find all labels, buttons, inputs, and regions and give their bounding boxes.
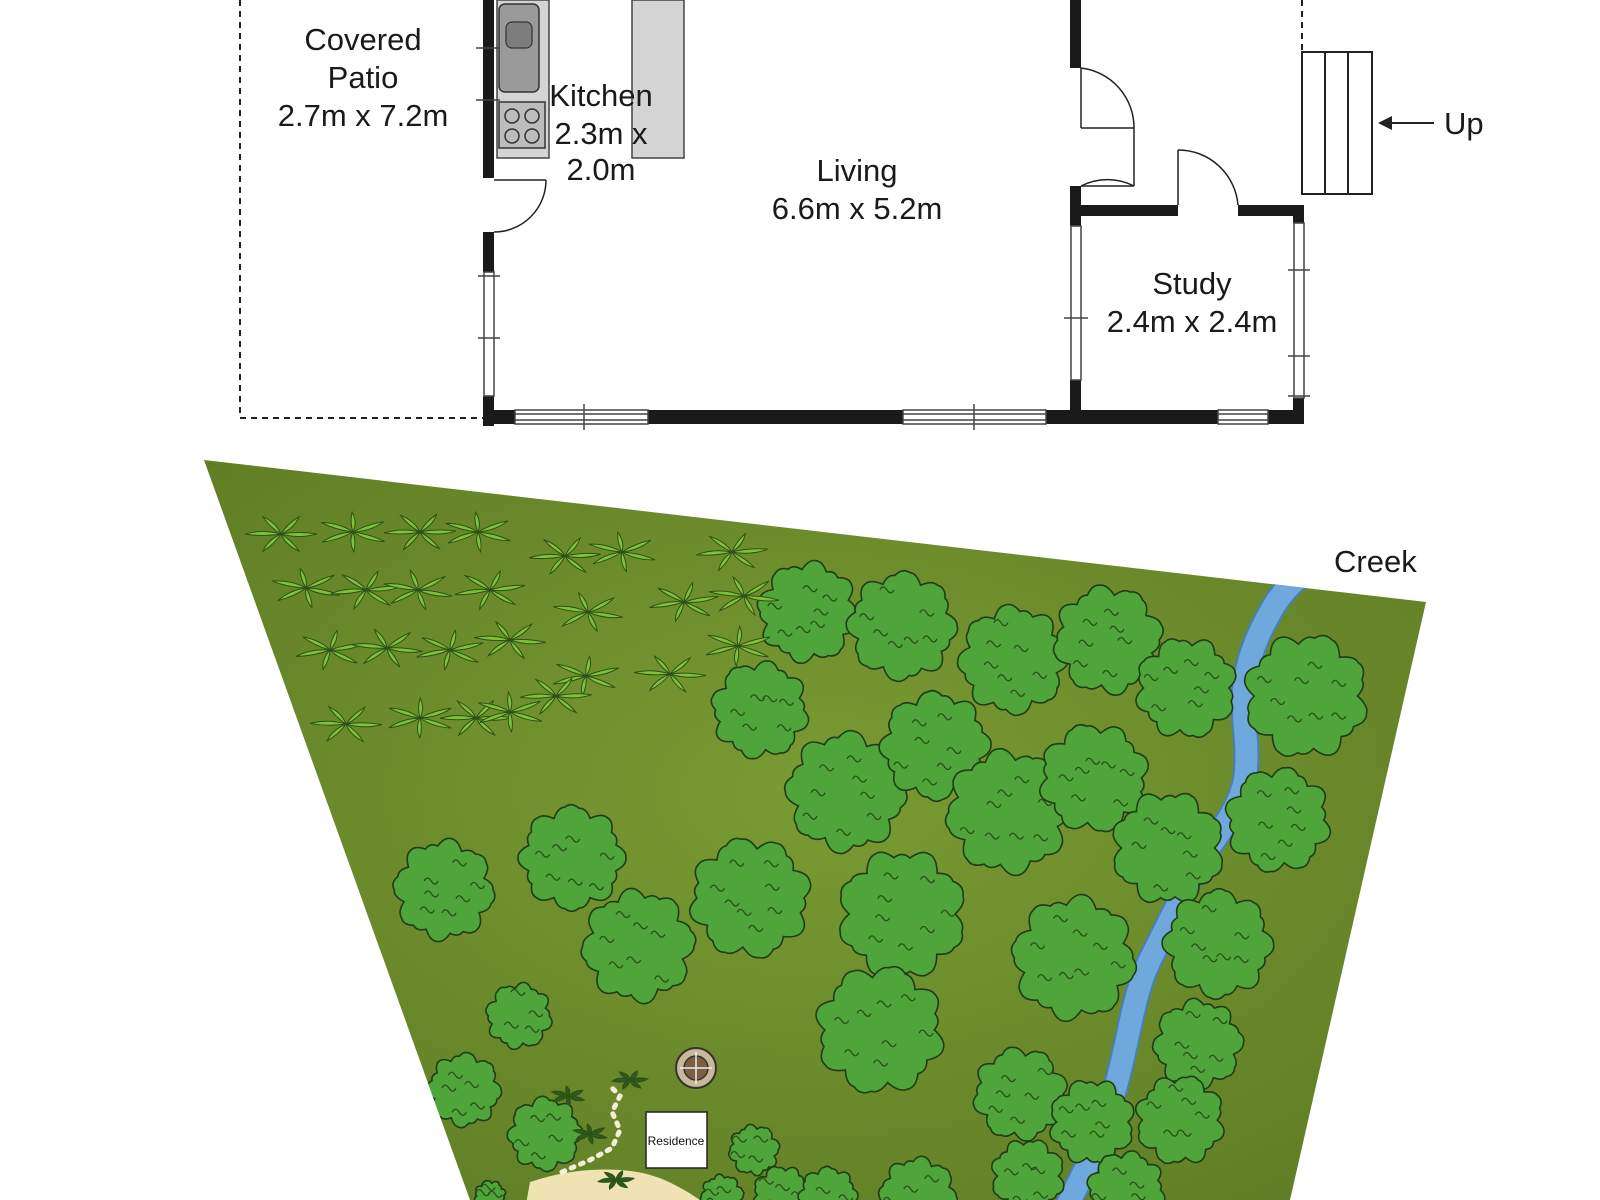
palm-tree (552, 654, 620, 698)
palm-tree (477, 690, 543, 734)
tree-canopy (699, 1173, 745, 1200)
tree-canopy (688, 837, 812, 959)
covered-patio-label-2: Patio (328, 60, 399, 95)
tree-canopy (710, 660, 810, 760)
tree-canopy (783, 729, 908, 855)
living-dims: 6.6m x 5.2m (772, 191, 943, 226)
tree-canopy (473, 1179, 507, 1200)
palm-tree (351, 628, 423, 668)
living-label: Living (817, 153, 898, 188)
windows (476, 47, 1310, 430)
tree-canopy (580, 887, 697, 1005)
palm-tree (416, 629, 484, 671)
palm-tree (454, 569, 526, 611)
tree-canopy (1224, 766, 1332, 873)
tree-canopy (506, 1095, 584, 1173)
burner-icon (524, 108, 540, 124)
tree-canopy (727, 1123, 781, 1177)
tree-canopy (1243, 634, 1368, 757)
tree-canopy (517, 803, 627, 913)
tree-canopy (1135, 638, 1237, 739)
floor-plan: Up Covered Patio 2.7m x 7.2m Kitchen 2.3… (239, 0, 1484, 430)
kitchen-dims: 2.0m (567, 152, 636, 187)
tree-canopy (756, 559, 860, 665)
covered-patio-dims: 2.7m x 7.2m (278, 98, 449, 133)
fire-pit-icon (675, 1047, 717, 1089)
study-label: Study (1152, 266, 1232, 301)
cooktop (498, 101, 546, 149)
tree-canopy (1039, 723, 1150, 833)
stairs-up-label: Up (1444, 106, 1484, 141)
palm-tree (309, 705, 383, 743)
tree-canopy (972, 1046, 1069, 1142)
tree-canopy (1010, 893, 1138, 1023)
footpath-dots (559, 1083, 624, 1175)
palm-tree (244, 515, 318, 553)
palm-tree (553, 591, 623, 633)
patio-outline (239, 0, 486, 419)
palm-tree (633, 654, 707, 694)
palm-tree (388, 696, 452, 740)
tree-canopy (839, 851, 965, 977)
walls (483, 0, 1304, 426)
site-plan: Residence Creek (204, 460, 1426, 1200)
up-arrow-icon (1378, 116, 1434, 130)
palm-tree (474, 620, 546, 660)
palm-tree (383, 513, 457, 551)
palm-tree (649, 581, 719, 623)
tree-canopy (1086, 1150, 1166, 1200)
palm-tree (550, 1085, 586, 1107)
tree-canopy (1134, 1075, 1225, 1165)
stairs (1301, 51, 1373, 195)
tree-canopy (845, 569, 959, 683)
palm-tree (705, 624, 771, 668)
tree-canopy (991, 1139, 1065, 1200)
tree-canopy (797, 1165, 859, 1200)
palm-tree (528, 536, 602, 576)
palm-tree (696, 532, 768, 572)
palm-tree (572, 1123, 608, 1145)
palm-tree (295, 629, 365, 671)
tree-canopy (392, 837, 496, 943)
tree-canopy (425, 1051, 503, 1129)
palm-tree (272, 567, 340, 609)
tree-canopy (815, 965, 945, 1094)
palm-tree (383, 569, 453, 611)
burner-icon (524, 128, 540, 144)
island-bench (631, 0, 685, 159)
residence-label: Residence (648, 1134, 705, 1148)
palm-tree (519, 676, 593, 716)
tree-canopy (956, 603, 1070, 717)
palm-tree (597, 1169, 635, 1191)
kitchen-label-1: Kitchen (549, 78, 652, 113)
burner-icon (504, 108, 520, 124)
study-dims: 2.4m x 2.4m (1107, 304, 1278, 339)
kitchen-label-2: 2.3m x (554, 116, 648, 151)
creek-label: Creek (1334, 544, 1417, 579)
tree-canopy (944, 747, 1073, 877)
tree-canopy (1161, 887, 1275, 1001)
sink-basin (505, 21, 533, 49)
tree-canopy (1052, 584, 1165, 696)
burner-icon (504, 128, 520, 144)
palm-tree (588, 531, 656, 573)
tree-canopy (1112, 792, 1223, 904)
tree-canopy (877, 1155, 959, 1200)
residence-building (645, 1111, 708, 1169)
palm-tree (321, 510, 385, 554)
covered-patio-label-1: Covered (304, 22, 421, 57)
palm-tree (445, 510, 511, 554)
palm-tree (610, 1070, 650, 1090)
tree-canopy (1151, 997, 1245, 1091)
tree-canopy (485, 981, 553, 1051)
doors (493, 67, 1239, 233)
palm-tree (708, 575, 780, 617)
